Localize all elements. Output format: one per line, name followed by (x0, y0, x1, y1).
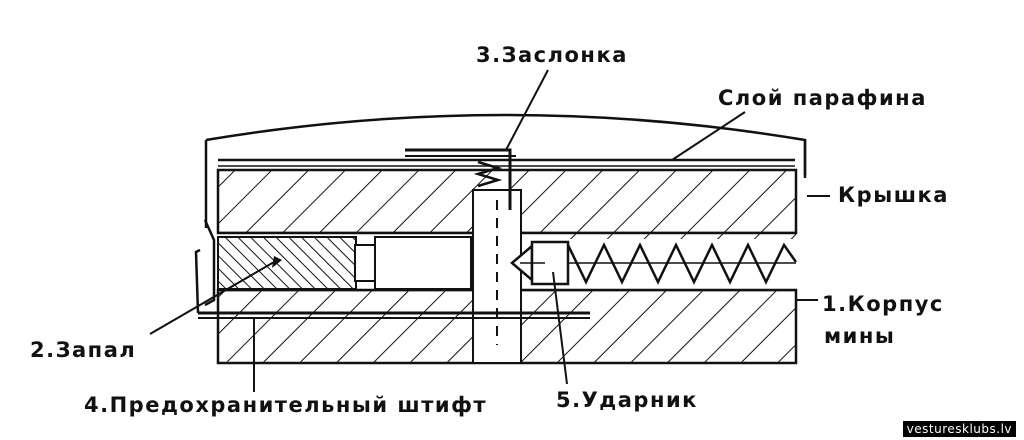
leader-zaslonka (505, 69, 549, 151)
detonator-sleeve (374, 236, 472, 290)
leader-parafin (671, 111, 746, 161)
label-mine-case-line1: 1.Корпус (822, 292, 944, 316)
pin-pull-tab (203, 219, 216, 307)
detonator-cap (354, 244, 376, 282)
lid-outline (205, 113, 807, 175)
watermark: vesturesklubs.lv (902, 421, 1016, 437)
shutter-spring (473, 160, 503, 188)
label-mine-case: 1.Корпус мины (822, 288, 944, 352)
label-lid: Крышка (838, 183, 949, 207)
label-shutter: 3.Заслонка (476, 43, 628, 67)
leader-udarnik (552, 271, 568, 385)
label-detonator: 2.Запал (30, 338, 137, 362)
leader-zapal (149, 261, 275, 335)
label-paraffin-layer: Слой парафина (718, 86, 927, 110)
detonator (217, 236, 357, 290)
shutter (405, 148, 512, 210)
label-safety-pin: 4.Предохранительный штифт (84, 393, 488, 417)
label-striker: 5.Ударник (556, 388, 698, 412)
label-mine-case-line2: мины (824, 324, 896, 348)
